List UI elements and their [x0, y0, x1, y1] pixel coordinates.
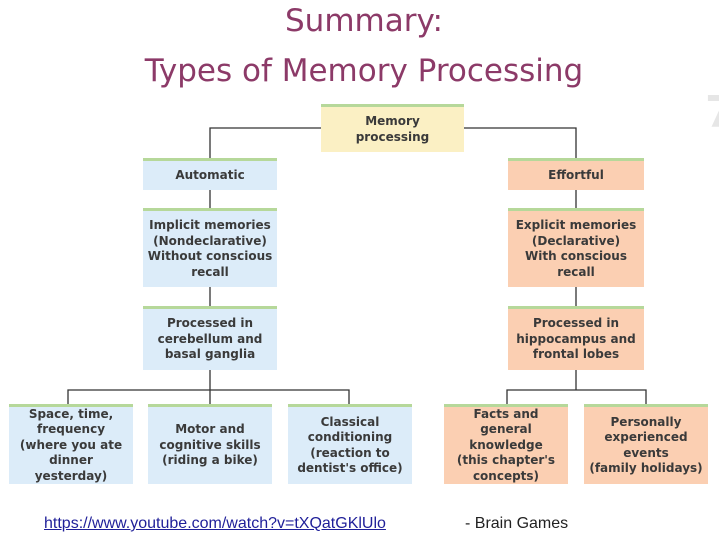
- hippocampus-node: Processed in hippocampus and frontal lob…: [508, 306, 644, 370]
- implicit-memories-node: Implicit memories (Nondeclarative) Witho…: [143, 208, 277, 287]
- effortful-leaf-personal-events: Personally experienced events (family ho…: [584, 404, 708, 484]
- memory-processing-node: Memory processing: [321, 104, 464, 152]
- effortful-node: Effortful: [508, 158, 644, 190]
- automatic-node: Automatic: [143, 158, 277, 190]
- decorative-edge-fragment: 7: [705, 88, 719, 138]
- explicit-memories-node: Explicit memories (Declarative) With con…: [508, 208, 644, 287]
- footer-note: - Brain Games: [465, 515, 569, 532]
- youtube-link[interactable]: https://www.youtube.com/watch?v=tXQatGKl…: [44, 515, 386, 532]
- root-connector: [209, 127, 577, 160]
- title-line-2: Types of Memory Processing: [144, 53, 584, 89]
- effortful-leaves-connector: [506, 389, 647, 405]
- automatic-leaf-motor-skills: Motor and cognitive skills (riding a bik…: [148, 404, 272, 484]
- automatic-leaf-classical-conditioning: Classical conditioning (reaction to dent…: [288, 404, 412, 484]
- effortful-leaf-facts: Facts and general knowledge (this chapte…: [444, 404, 568, 484]
- automatic-leaf-space-time: Space, time, frequency (where you ate di…: [9, 404, 133, 484]
- title-line-1: Summary:: [285, 3, 443, 39]
- automatic-leaves-connector: [67, 389, 350, 405]
- cerebellum-node: Processed in cerebellum and basal gangli…: [143, 306, 277, 370]
